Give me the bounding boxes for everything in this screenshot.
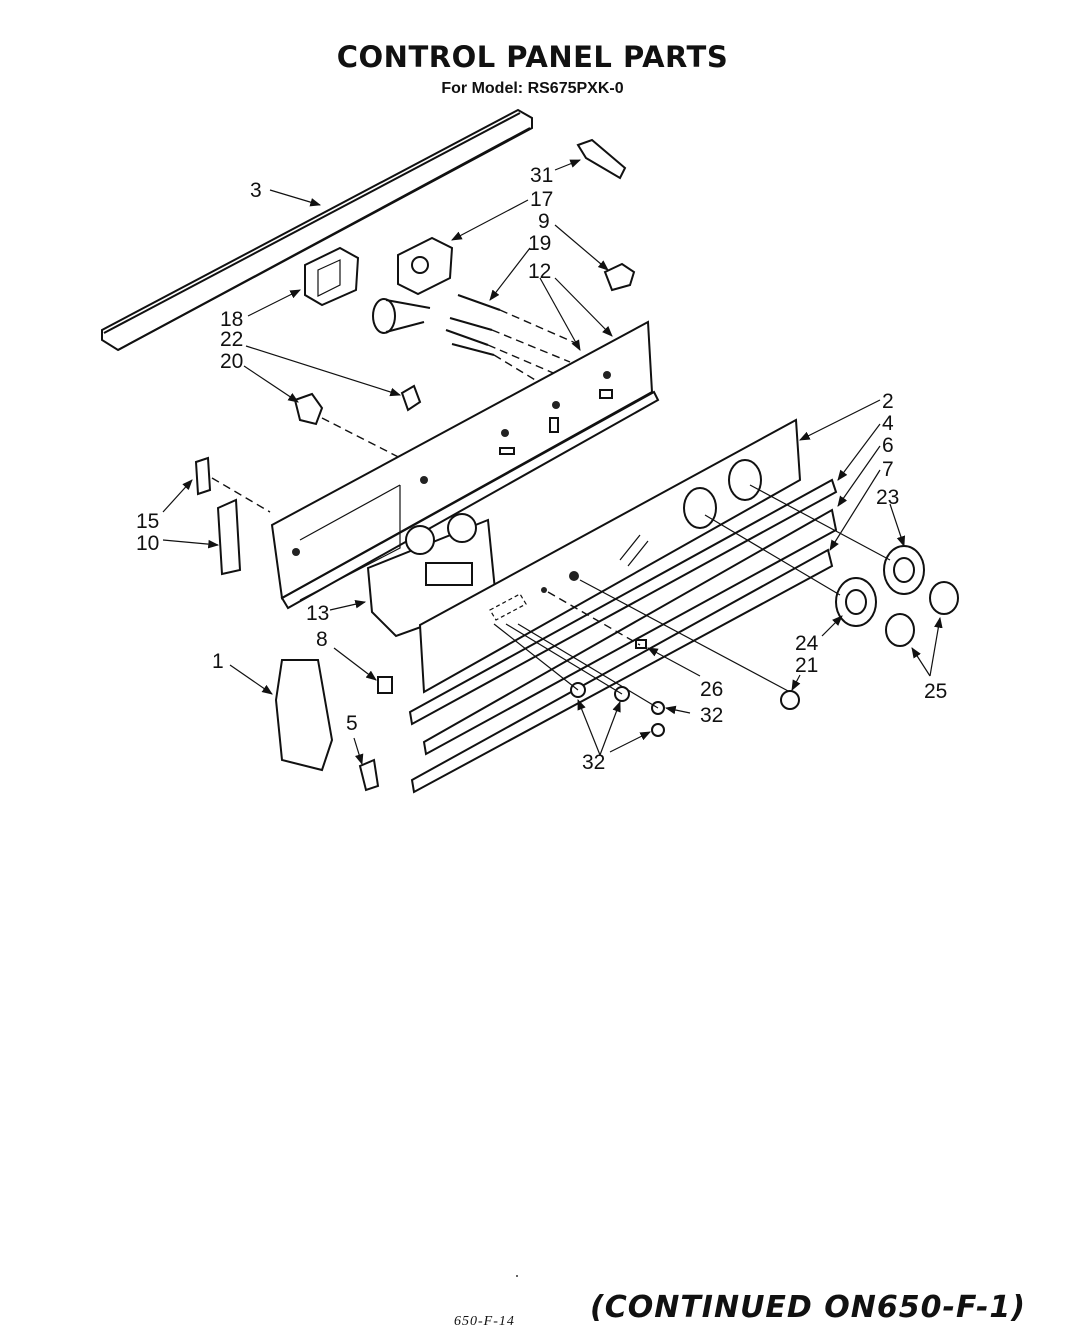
callout-32-bottom: 32 xyxy=(582,751,605,774)
part-10-bracket xyxy=(216,498,242,576)
callout-20: 20 xyxy=(220,350,243,373)
control-panel-back xyxy=(270,320,660,610)
page-reference: 650-F-14 xyxy=(454,1314,515,1329)
callout-12: 12 xyxy=(528,260,551,283)
callout-18: 18 xyxy=(220,308,243,331)
callout-25: 25 xyxy=(924,680,947,703)
continued-note: (CONTINUED ON650-F-1) xyxy=(590,1290,1026,1325)
callout-2: 2 xyxy=(882,390,894,413)
part-22-clip xyxy=(400,384,422,412)
model-subtitle: For Model: RS675PXK-0 xyxy=(441,80,624,97)
callout-1: 1 xyxy=(212,650,224,673)
leader-arrows xyxy=(162,159,943,766)
callout-13: 13 xyxy=(306,602,329,625)
part-19-wire-leads xyxy=(445,294,581,396)
part-5-cap xyxy=(358,758,380,792)
callout-22: 22 xyxy=(220,328,243,351)
callout-6: 6 xyxy=(882,434,894,457)
part-8-block xyxy=(377,676,393,694)
callout-7: 7 xyxy=(882,458,894,481)
part-31-bracket xyxy=(576,138,627,180)
part-21-nut xyxy=(780,690,800,710)
knob-shafts xyxy=(579,484,891,693)
callout-5: 5 xyxy=(346,712,358,735)
part-3-top-trim xyxy=(101,108,533,352)
trim-strips xyxy=(408,478,838,794)
callout-8: 8 xyxy=(316,628,328,651)
part-15-bracket xyxy=(194,456,271,513)
callout-9: 9 xyxy=(538,210,550,233)
part-ring xyxy=(372,298,431,334)
part-26-clip xyxy=(547,591,647,649)
callout-26: 26 xyxy=(700,678,723,701)
callout-10: 10 xyxy=(136,532,159,555)
callout-3: 3 xyxy=(250,179,262,202)
part-23-knob-bezel xyxy=(883,545,925,595)
callout-32-right: 32 xyxy=(700,704,723,727)
callout-24: 24 xyxy=(795,632,819,655)
part-1-end-cap xyxy=(274,659,334,772)
part-9-clip xyxy=(603,262,636,292)
callout-4: 4 xyxy=(882,412,894,435)
callout-19: 19 xyxy=(528,232,551,255)
part-32-screws xyxy=(493,623,665,737)
part-18-block xyxy=(304,246,360,307)
callout-17: 17 xyxy=(530,188,553,211)
callout-23: 23 xyxy=(876,486,899,509)
part-25-knob xyxy=(885,581,959,647)
callout-labels: 3 31 17 9 19 12 18 22 20 15 10 13 8 1 5 … xyxy=(136,164,947,774)
callout-21: 21 xyxy=(795,654,818,677)
part-17-switch xyxy=(397,236,454,296)
part-24-knob-bezel xyxy=(835,577,877,627)
callout-31: 31 xyxy=(530,164,553,187)
page-title: CONTROL PANEL PARTS xyxy=(336,40,729,74)
callout-15: 15 xyxy=(136,510,159,533)
part-2-front-panel xyxy=(418,418,802,694)
scan-dot xyxy=(516,1275,518,1277)
